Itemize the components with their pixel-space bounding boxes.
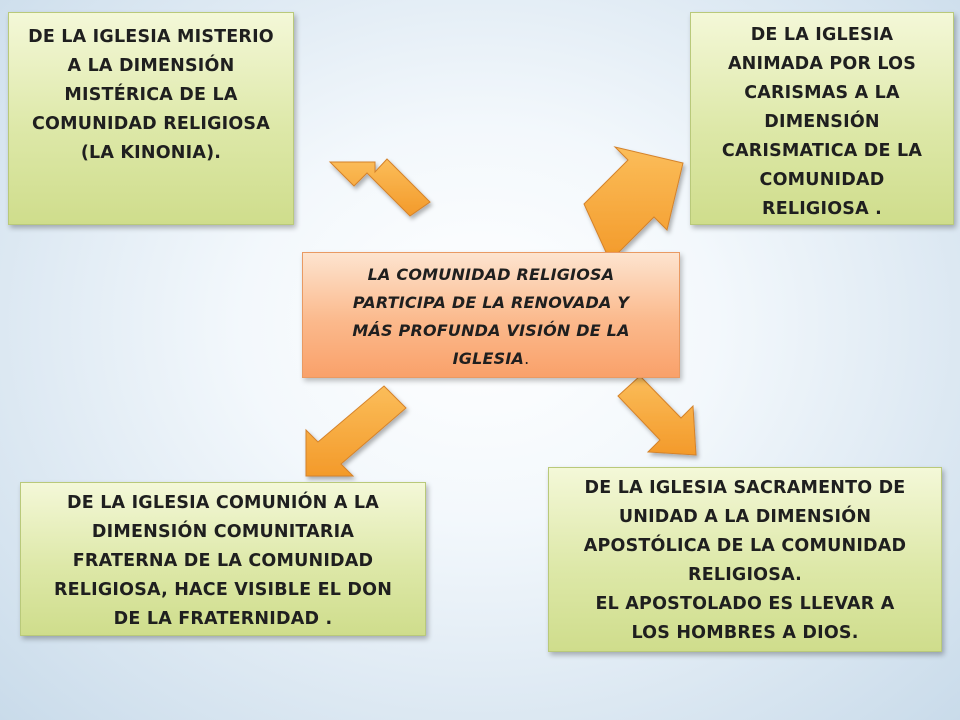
arrow-bottom-right [617, 375, 697, 456]
bottom-left-box: DE LA IGLESIA COMUNIÓN A LA DIMENSIÓN CO… [20, 482, 426, 636]
center-box-tail-text: . [524, 349, 530, 368]
arrow-top-right [583, 146, 684, 262]
top-right-box: DE LA IGLESIA ANIMADA POR LOS CARISMAS A… [690, 12, 954, 225]
center-box-text: LA COMUNIDAD RELIGIOSA PARTICIPA DE LA R… [352, 261, 629, 373]
center-box: LA COMUNIDAD RELIGIOSA PARTICIPA DE LA R… [302, 252, 680, 378]
arrow-top-left [328, 158, 431, 217]
top-right-box-text: DE LA IGLESIA ANIMADA POR LOS CARISMAS A… [721, 25, 923, 219]
center-box-main-text: LA COMUNIDAD RELIGIOSA PARTICIPA DE LA R… [352, 265, 630, 368]
bottom-left-box-text: DE LA IGLESIA COMUNIÓN A LA DIMENSIÓN CO… [53, 493, 393, 629]
top-left-box-text: DE LA IGLESIA MISTERIO A LA DIMENSIÓN MI… [28, 27, 274, 163]
bottom-right-box: DE LA IGLESIA SACRAMENTO DE UNIDAD A LA … [548, 467, 942, 652]
bottom-right-box-text: DE LA IGLESIA SACRAMENTO DE UNIDAD A LA … [583, 478, 907, 643]
top-left-box: DE LA IGLESIA MISTERIO A LA DIMENSIÓN MI… [8, 12, 294, 225]
arrow-bottom-left [305, 385, 407, 477]
